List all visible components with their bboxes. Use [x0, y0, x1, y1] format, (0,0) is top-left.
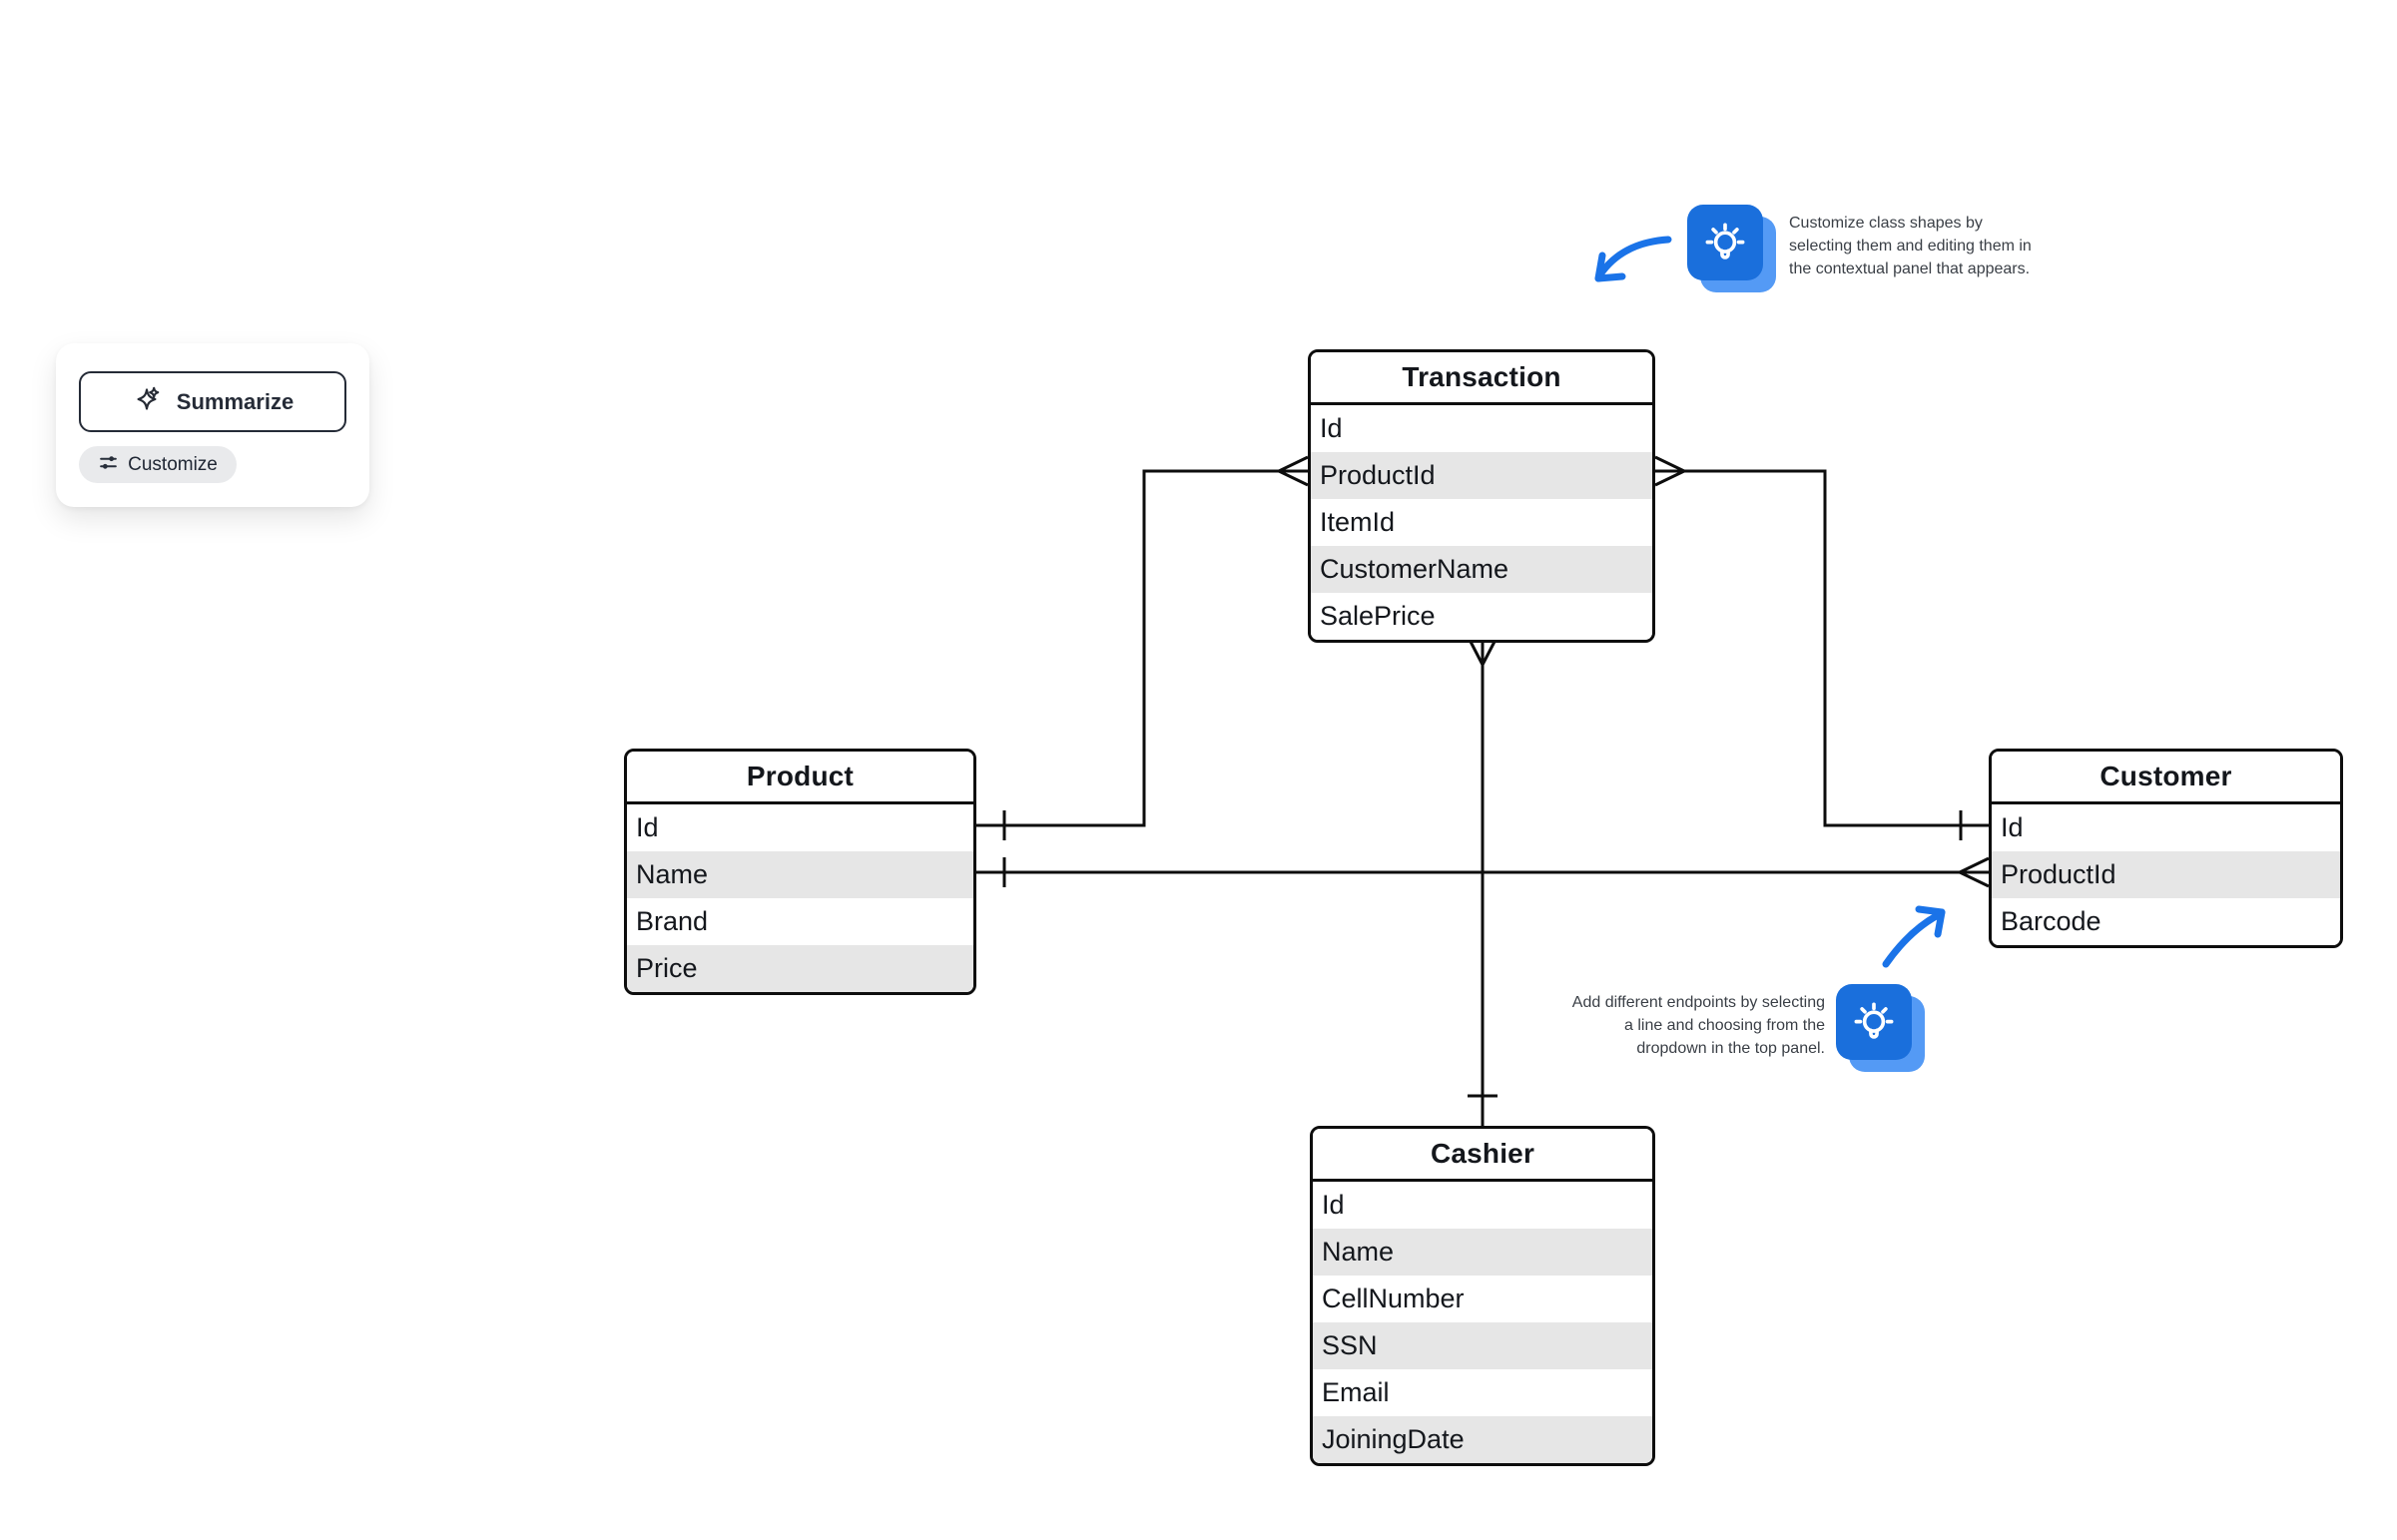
entity-transaction[interactable]: Transaction Id ProductId ItemId Customer…: [1308, 349, 1655, 643]
lightbulb-icon-face: [1836, 984, 1912, 1060]
field-row[interactable]: Id: [1313, 1182, 1652, 1229]
field-row[interactable]: JoiningDate: [1313, 1416, 1652, 1463]
field-row[interactable]: CellNumber: [1313, 1276, 1652, 1322]
entity-transaction-title[interactable]: Transaction: [1311, 352, 1652, 405]
customize-button[interactable]: Customize: [79, 446, 237, 483]
lightbulb-icon: [1687, 205, 1776, 292]
field-row[interactable]: ProductId: [1992, 851, 2340, 898]
hint-line: selecting them and editing them in: [1789, 238, 2032, 255]
field-row[interactable]: Barcode: [1992, 898, 2340, 945]
field-row[interactable]: Id: [1992, 804, 2340, 851]
lightbulb-icon-face: [1687, 205, 1763, 280]
hint-line: Customize class shapes by: [1789, 215, 1983, 232]
connector-product-transaction[interactable]: [976, 455, 1309, 840]
hint-line: the contextual panel that appears.: [1789, 260, 2031, 277]
sparkles-icon: [132, 384, 162, 419]
field-row[interactable]: Brand: [627, 898, 973, 945]
field-row[interactable]: SalePrice: [1311, 593, 1652, 640]
sliders-icon: [98, 452, 119, 478]
lightbulb-icon: [1836, 984, 1925, 1072]
field-row[interactable]: CustomerName: [1311, 546, 1652, 593]
hint-arrow-shapes: [1594, 236, 1672, 282]
field-row[interactable]: ItemId: [1311, 499, 1652, 546]
hint-line: Add different endpoints by selecting: [1571, 994, 1825, 1011]
field-row[interactable]: Id: [1311, 405, 1652, 452]
field-row[interactable]: Price: [627, 945, 973, 992]
connector-transaction-customer[interactable]: [1654, 455, 1989, 840]
hint-line: dropdown in the top panel.: [1636, 1040, 1825, 1057]
hint-arrow-endpoints: [1882, 905, 1946, 968]
customize-label: Customize: [128, 453, 218, 475]
entity-cashier[interactable]: Cashier Id Name CellNumber SSN Email Joi…: [1310, 1126, 1655, 1466]
field-row[interactable]: Name: [627, 851, 973, 898]
hint-endpoints-text: Add different endpoints by selecting a l…: [1525, 991, 1825, 1060]
field-row[interactable]: SSN: [1313, 1322, 1652, 1369]
entity-product-title[interactable]: Product: [627, 752, 973, 804]
entity-cashier-title[interactable]: Cashier: [1313, 1129, 1652, 1182]
connector-transaction-cashier[interactable]: [1467, 637, 1498, 1126]
ai-actions-card: Summarize Customize: [56, 343, 369, 507]
field-row[interactable]: Id: [627, 804, 973, 851]
field-row[interactable]: ProductId: [1311, 452, 1652, 499]
field-row[interactable]: Email: [1313, 1369, 1652, 1416]
entity-customer-title[interactable]: Customer: [1992, 752, 2340, 804]
field-row[interactable]: Name: [1313, 1229, 1652, 1276]
hint-shapes-text: Customize class shapes by selecting them…: [1789, 212, 2032, 280]
hint-line: a line and choosing from the: [1623, 1017, 1825, 1034]
entity-product[interactable]: Product Id Name Brand Price: [624, 749, 976, 995]
entity-customer[interactable]: Customer Id ProductId Barcode: [1989, 749, 2343, 948]
summarize-button[interactable]: Summarize: [79, 371, 346, 432]
summarize-label: Summarize: [176, 388, 295, 414]
